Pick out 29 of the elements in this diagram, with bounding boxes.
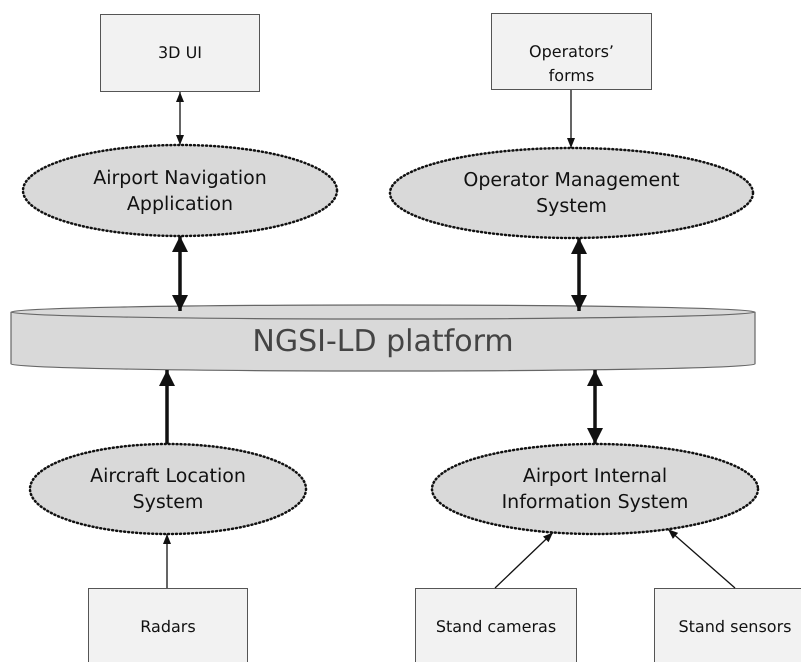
platform-cylinder: [10, 304, 756, 372]
component-box: [654, 588, 801, 662]
system-ellipse: [28, 442, 308, 536]
node-label: 3D UI: [156, 42, 203, 64]
arrow: [587, 370, 603, 444]
system-ellipse: [388, 146, 755, 240]
arrow: [668, 528, 736, 588]
arrow: [172, 236, 188, 311]
node-label: Stand cameras: [434, 616, 558, 638]
node-label: Operators’ forms: [528, 41, 616, 87]
system-ellipse: [430, 442, 760, 536]
component-box: [88, 588, 248, 662]
arrow: [567, 90, 575, 148]
node-label: Radars: [139, 616, 197, 638]
component-box: [100, 14, 260, 92]
node-label: Stand sensors: [678, 616, 792, 638]
arrow: [159, 370, 175, 444]
component-box: [491, 13, 652, 90]
node-label: Airport Internal Information System: [500, 464, 690, 515]
node-label: Airport Navigation Application: [92, 166, 268, 216]
component-box: [415, 588, 577, 662]
system-ellipse: [21, 143, 339, 238]
node-label: Aircraft Location System: [89, 464, 247, 515]
arrow: [176, 92, 184, 145]
arrow: [571, 238, 587, 311]
node-label: Operator Management System: [462, 168, 681, 219]
arrow: [163, 534, 171, 588]
node-label: NGSI-LD platform: [252, 324, 514, 360]
arrow: [494, 532, 554, 588]
